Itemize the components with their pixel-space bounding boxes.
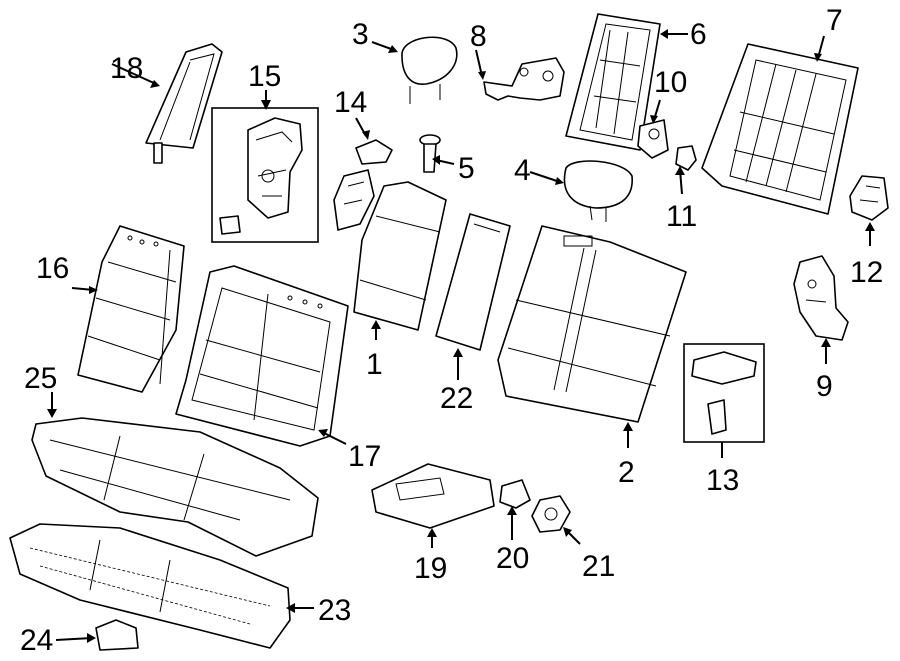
- callout-22: 22: [440, 382, 473, 415]
- callout-10: 10: [654, 66, 687, 99]
- part-14-latch-bracket: [333, 139, 393, 231]
- callout-8: 8: [470, 20, 487, 53]
- part-16-left-seatback: [77, 225, 185, 393]
- part-25-seat-cushion: [31, 417, 319, 557]
- part-3-headrest: [401, 36, 458, 104]
- part-7-back-frame: [701, 43, 859, 215]
- part-1-back-cushion: [353, 181, 447, 331]
- callout-7: 7: [826, 4, 843, 37]
- callout-6: 6: [690, 18, 707, 51]
- leader-arrowheads: [47, 29, 875, 643]
- callout-25: 25: [24, 362, 57, 395]
- callout-21: 21: [582, 550, 615, 583]
- part-2-seatback: [497, 225, 687, 423]
- callout-20: 20: [496, 542, 529, 575]
- part-8-hinge: [483, 57, 565, 101]
- part-23-seat-base: [9, 523, 291, 649]
- callout-13: 13: [706, 464, 739, 497]
- callout-15: 15: [248, 60, 281, 93]
- callout-14: 14: [334, 86, 367, 119]
- part-21-nut: [531, 495, 571, 533]
- part-19-armrest-base: [371, 463, 495, 529]
- callout-17: 17: [348, 440, 381, 473]
- callout-1: 1: [366, 348, 383, 381]
- callout-12: 12: [850, 256, 883, 289]
- callout-24: 24: [20, 624, 53, 657]
- callout-18: 18: [110, 52, 143, 85]
- part-22-panel: [435, 213, 511, 351]
- callout-labels: 1 2 3 4 5 6 7 8 9 10 11 12 13 14 15 16 1…: [20, 4, 883, 657]
- part-11-clip: [675, 145, 697, 171]
- part-18-side-bolster: [145, 43, 223, 164]
- part-10-clip: [637, 119, 669, 159]
- callout-5: 5: [458, 152, 475, 185]
- part-9-bracket: [793, 255, 849, 341]
- callout-19: 19: [414, 552, 447, 585]
- callout-2: 2: [618, 456, 635, 489]
- part-20-bushing: [499, 479, 531, 509]
- part-13-cap-box: [683, 343, 765, 443]
- callout-11: 11: [666, 200, 697, 233]
- callout-23: 23: [318, 594, 351, 627]
- callout-4: 4: [514, 154, 531, 187]
- part-15-bracket-box: [211, 107, 319, 243]
- part-5-guide: [419, 134, 441, 173]
- part-6-back-frame: [565, 13, 661, 151]
- part-24-clip: [95, 619, 139, 651]
- part-17-center-seatback: [175, 265, 349, 447]
- callout-9: 9: [816, 370, 833, 403]
- callout-3: 3: [352, 18, 369, 51]
- part-12-handle: [849, 175, 889, 221]
- part-4-cushion: [563, 160, 633, 222]
- callout-16: 16: [36, 252, 69, 285]
